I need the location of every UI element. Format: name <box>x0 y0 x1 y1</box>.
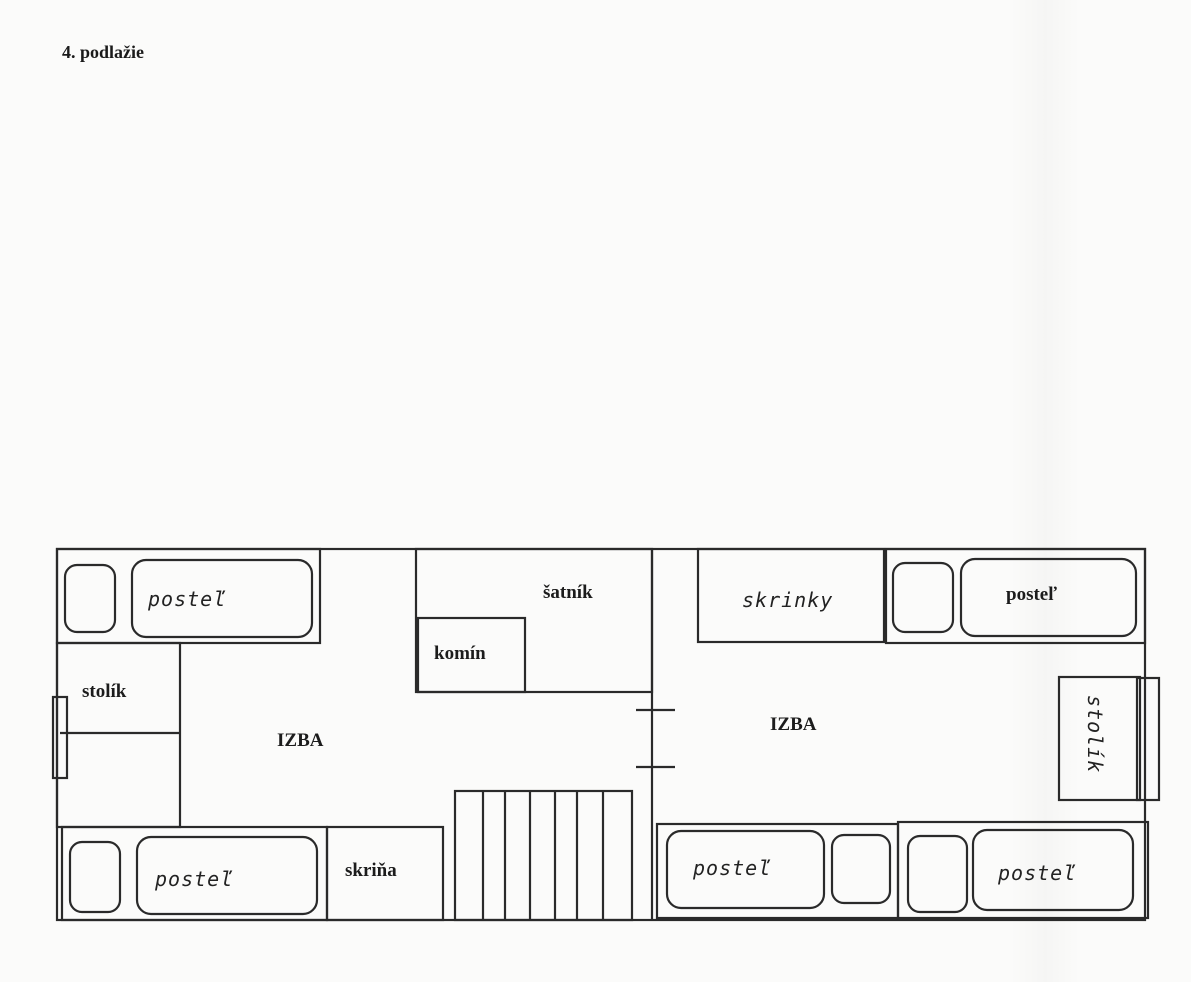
chimney <box>416 616 527 694</box>
bed-compartment-top-left <box>55 547 322 645</box>
window-right <box>1135 676 1161 802</box>
chimney-label: komín <box>434 643 486 664</box>
staircase <box>453 789 634 922</box>
middle-section: šatník komín <box>414 547 675 922</box>
pillow <box>68 840 122 914</box>
bed-bottom-middle <box>665 829 826 910</box>
pillow <box>63 563 117 634</box>
bed-bottom-right <box>971 828 1135 912</box>
scan-fold-shadow <box>1010 0 1080 982</box>
wardrobe <box>325 825 445 922</box>
bed-label: posteľ <box>997 861 1076 885</box>
bed-label: posteľ <box>1006 584 1057 605</box>
bed-top-right <box>959 557 1138 638</box>
room-label-right: IZBA <box>770 714 817 735</box>
pillow <box>891 561 955 634</box>
pillow <box>830 833 892 905</box>
window-left <box>51 695 69 780</box>
bed-label: posteľ <box>692 856 771 880</box>
bed-compartment-top-right <box>884 547 1147 645</box>
bed-label: posteľ <box>147 587 226 611</box>
bed-top-left <box>130 558 314 639</box>
bed-bottom-left <box>135 835 319 916</box>
left-room: posteľ stolík IZBA posteľ skriňa <box>51 547 445 922</box>
table-right <box>1057 675 1142 802</box>
closet <box>414 547 654 694</box>
floor-title: 4. podlažie <box>62 42 145 62</box>
cabinets-label: skrinky <box>742 588 833 612</box>
cabinets <box>696 547 886 644</box>
table-label: stolík <box>1083 695 1107 773</box>
table-area <box>55 641 182 829</box>
wardrobe-label: skriňa <box>345 860 397 881</box>
right-room: skrinky posteľ IZBA stolík posteľ posteľ <box>655 547 1161 920</box>
room-label-left: IZBA <box>277 730 324 751</box>
bed-compartment-bottom-right <box>896 820 1150 920</box>
pillow <box>906 834 969 914</box>
closet-label: šatník <box>543 582 593 603</box>
table-label: stolík <box>82 681 127 702</box>
bed-label: posteľ <box>154 867 233 891</box>
